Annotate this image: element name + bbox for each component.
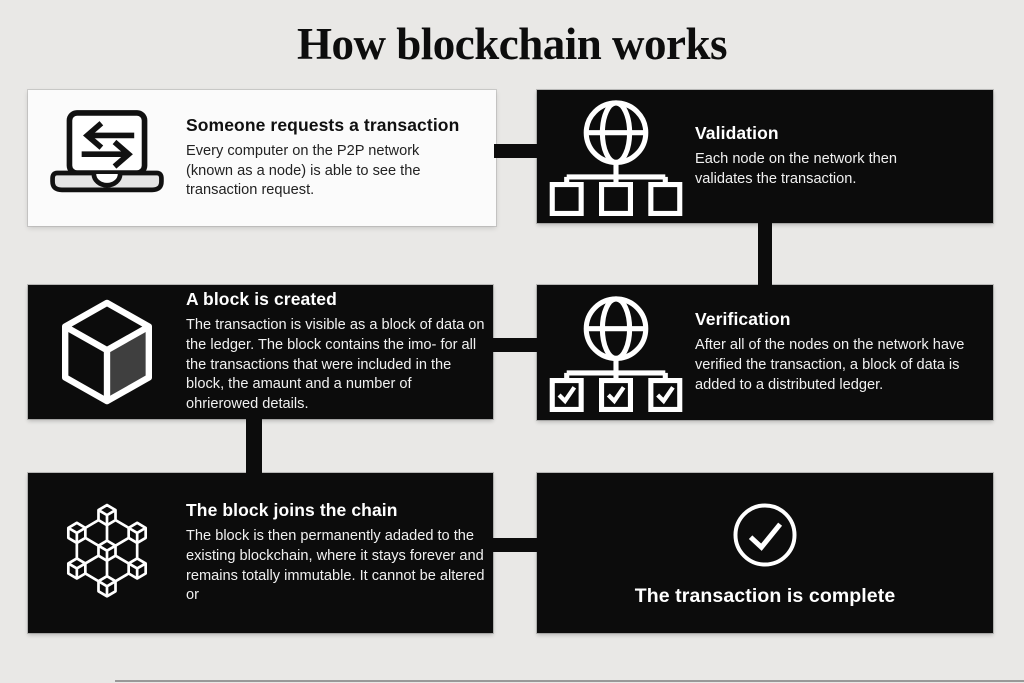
- page-title: How blockchain works: [296, 19, 728, 69]
- connector-chain-to-complete: [491, 538, 539, 552]
- step-verification: Verification After all of the nodes on t…: [537, 285, 993, 420]
- connector-block-to-chain: [246, 417, 262, 475]
- step-description: The block is then permanently adaded to …: [186, 527, 485, 604]
- check-circle-icon: [729, 499, 801, 571]
- step-title: The transaction is complete: [634, 584, 896, 607]
- connector-block-to-verification: [491, 338, 539, 352]
- step-title: Someone requests a transaction: [186, 114, 460, 135]
- step-description: Every computer on the P2P network (known…: [186, 142, 421, 199]
- blockchain-cluster-icon: [28, 495, 186, 611]
- connector-validation-to-verification: [758, 221, 772, 287]
- step-description: After all of the nodes on the network ha…: [695, 337, 965, 393]
- step-transaction-complete: The transaction is complete: [537, 473, 993, 633]
- network-nodes-icon: [537, 97, 695, 216]
- step-request-transaction: Someone requests a transaction Every com…: [28, 90, 496, 226]
- step-block-joins-chain: The block joins the chain The block is t…: [28, 473, 493, 633]
- connector-request-to-validation: [494, 144, 539, 158]
- bottom-divider: [115, 680, 1024, 682]
- step-description: Each node on the network then validates …: [695, 151, 898, 187]
- step-block-created: A block is created The transaction is vi…: [28, 285, 493, 419]
- step-title: Verification: [695, 309, 791, 330]
- step-validation: Validation Each node on the network then…: [537, 90, 993, 223]
- laptop-transfer-icon: [28, 108, 186, 208]
- step-title: Validation: [695, 123, 779, 144]
- step-title: The block joins the chain: [186, 499, 398, 520]
- step-description: The transaction is visible as a block of…: [186, 316, 485, 413]
- cube-icon: [28, 297, 186, 407]
- network-verified-icon: [537, 293, 695, 412]
- step-title: A block is created: [186, 288, 337, 309]
